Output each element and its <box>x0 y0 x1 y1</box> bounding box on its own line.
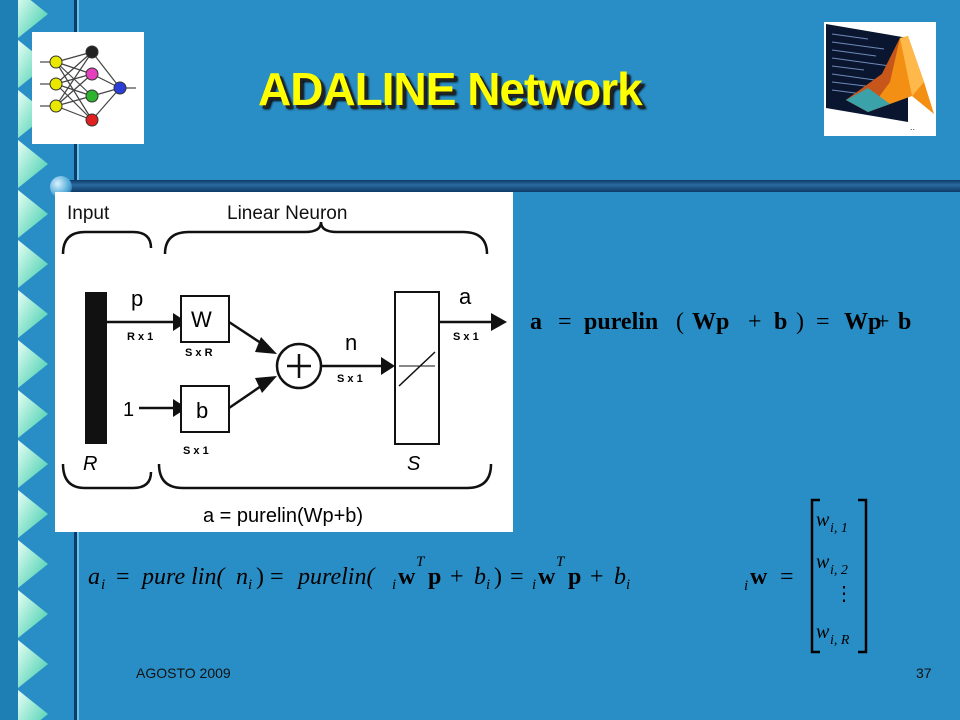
weight-box <box>180 295 230 343</box>
slide-title: ADALINE Network <box>258 63 643 115</box>
bias-input-one-label: 1 <box>123 399 134 421</box>
weight-dim-label: S x R <box>185 347 213 359</box>
el-plus-2: + <box>590 564 604 590</box>
el-equals-2: = <box>270 564 284 590</box>
input-dim-label: R x 1 <box>127 331 153 343</box>
adaline-diagram: Input Linear Neuron R p R x 1 W S x R 1 … <box>55 192 513 532</box>
neural-network-logo-icon <box>32 32 144 144</box>
neuron-top-brace <box>163 221 489 255</box>
slide-number: 37 <box>916 665 932 681</box>
output-dim-label: S x 1 <box>453 331 479 343</box>
eq-wp-result: Wp <box>844 309 881 335</box>
eq-lparen: ( <box>676 309 684 335</box>
ribbon-triangle <box>18 540 48 588</box>
matrix-equation: a = purelin ( Wp + b ) = Wp + b <box>530 309 911 335</box>
wv-equals: = <box>780 564 794 590</box>
bias-box <box>180 385 230 433</box>
wv-e2: w <box>816 551 830 573</box>
wv-eR: w <box>816 621 830 643</box>
ribbon-triangle <box>18 590 48 638</box>
ribbon-triangle <box>18 140 48 188</box>
el-equals-3: = <box>510 564 524 590</box>
wv-left-bracket <box>810 498 820 654</box>
eq-equals-2: = <box>816 309 830 335</box>
footer-date: AGOSTO 2009 <box>136 665 231 681</box>
el-w2: w <box>538 564 556 590</box>
el-n-sub: i <box>248 577 252 593</box>
layer-size-label: S <box>407 453 421 475</box>
wv-lhs: w <box>750 564 768 590</box>
input-bottom-brace <box>61 463 153 490</box>
svg-text:..: .. <box>910 122 915 132</box>
ribbon-triangle <box>18 640 48 688</box>
weight-label: W <box>191 307 212 332</box>
input-top-brace <box>61 230 153 255</box>
bias-dim-label: S x 1 <box>183 445 209 457</box>
el-w-presub: i <box>392 577 396 593</box>
input-size-label: R <box>83 453 97 475</box>
el-b: b <box>474 564 486 590</box>
el-plus-1: + <box>450 564 464 590</box>
ribbon-triangle <box>18 240 48 288</box>
input-p-label: p <box>131 286 143 311</box>
wv-eR-sub: i, R <box>830 633 850 648</box>
el-w2-presub: i <box>532 577 536 593</box>
ribbon-triangle <box>18 690 48 720</box>
ribbon-triangle <box>18 390 48 438</box>
el-p: p <box>428 564 441 590</box>
eq-b-result: b <box>898 309 911 335</box>
el-p2: p <box>568 564 581 590</box>
section-neuron-label: Linear Neuron <box>227 203 347 224</box>
el-purelin-1: pure lin( <box>140 564 226 590</box>
ribbon-triangle <box>18 290 48 338</box>
input-vector-bar <box>85 292 107 444</box>
el-a-sub: i <box>101 577 105 593</box>
bias-label: b <box>196 398 208 423</box>
ribbon-triangle <box>18 190 48 238</box>
eq-rparen: ) <box>796 309 804 335</box>
el-equals-1: = <box>116 564 130 590</box>
ribbon-triangle <box>18 0 48 38</box>
el-w: w <box>398 564 416 590</box>
eq-plus-2: + <box>876 309 890 335</box>
el-w2-transpose: T <box>556 554 566 570</box>
matlab-logo-icon: .. <box>824 22 936 136</box>
title-divider <box>60 180 960 192</box>
wv-e1-sub: i, 1 <box>830 521 848 536</box>
el-purelin-2: purelin( <box>296 564 376 590</box>
wv-vdots: ⋮ <box>834 583 854 605</box>
ribbon-triangle <box>18 490 48 538</box>
el-close-1: ) <box>256 564 264 590</box>
wv-e2-sub: i, 2 <box>830 563 848 578</box>
el-b-sub: i <box>486 577 490 593</box>
el-w-transpose: T <box>416 554 426 570</box>
el-close-2: ) <box>494 564 502 590</box>
wv-e1: w <box>816 509 830 531</box>
ribbon-triangle <box>18 440 48 488</box>
eq-b: b <box>774 309 787 335</box>
element-equation: a i = pure lin( n i ) = purelin( i w T p… <box>88 554 630 593</box>
net-dim-label: S x 1 <box>337 373 363 385</box>
net-input-label: n <box>345 330 357 355</box>
eq-purelin: purelin <box>584 309 658 335</box>
neuron-bottom-brace <box>157 463 493 490</box>
eq-plus-1: + <box>748 309 762 335</box>
wv-right-bracket <box>858 498 868 654</box>
wv-lhs-presub: i <box>744 578 748 594</box>
eq-wp: Wp <box>692 309 729 335</box>
el-a: a <box>88 564 100 590</box>
el-b2-sub: i <box>626 577 630 593</box>
el-b2: b <box>614 564 626 590</box>
diagram-caption: a = purelin(Wp+b) <box>203 505 363 527</box>
eq-equals-1: = <box>558 309 572 335</box>
section-input-label: Input <box>67 203 110 224</box>
ribbon-triangle <box>18 340 48 388</box>
weight-vector-equation: i w = w i, 1 w i, 2 ⋮ w i, R <box>744 498 868 654</box>
output-a-label: a <box>459 284 472 309</box>
eq-a: a <box>530 309 542 335</box>
el-n: n <box>236 564 248 590</box>
